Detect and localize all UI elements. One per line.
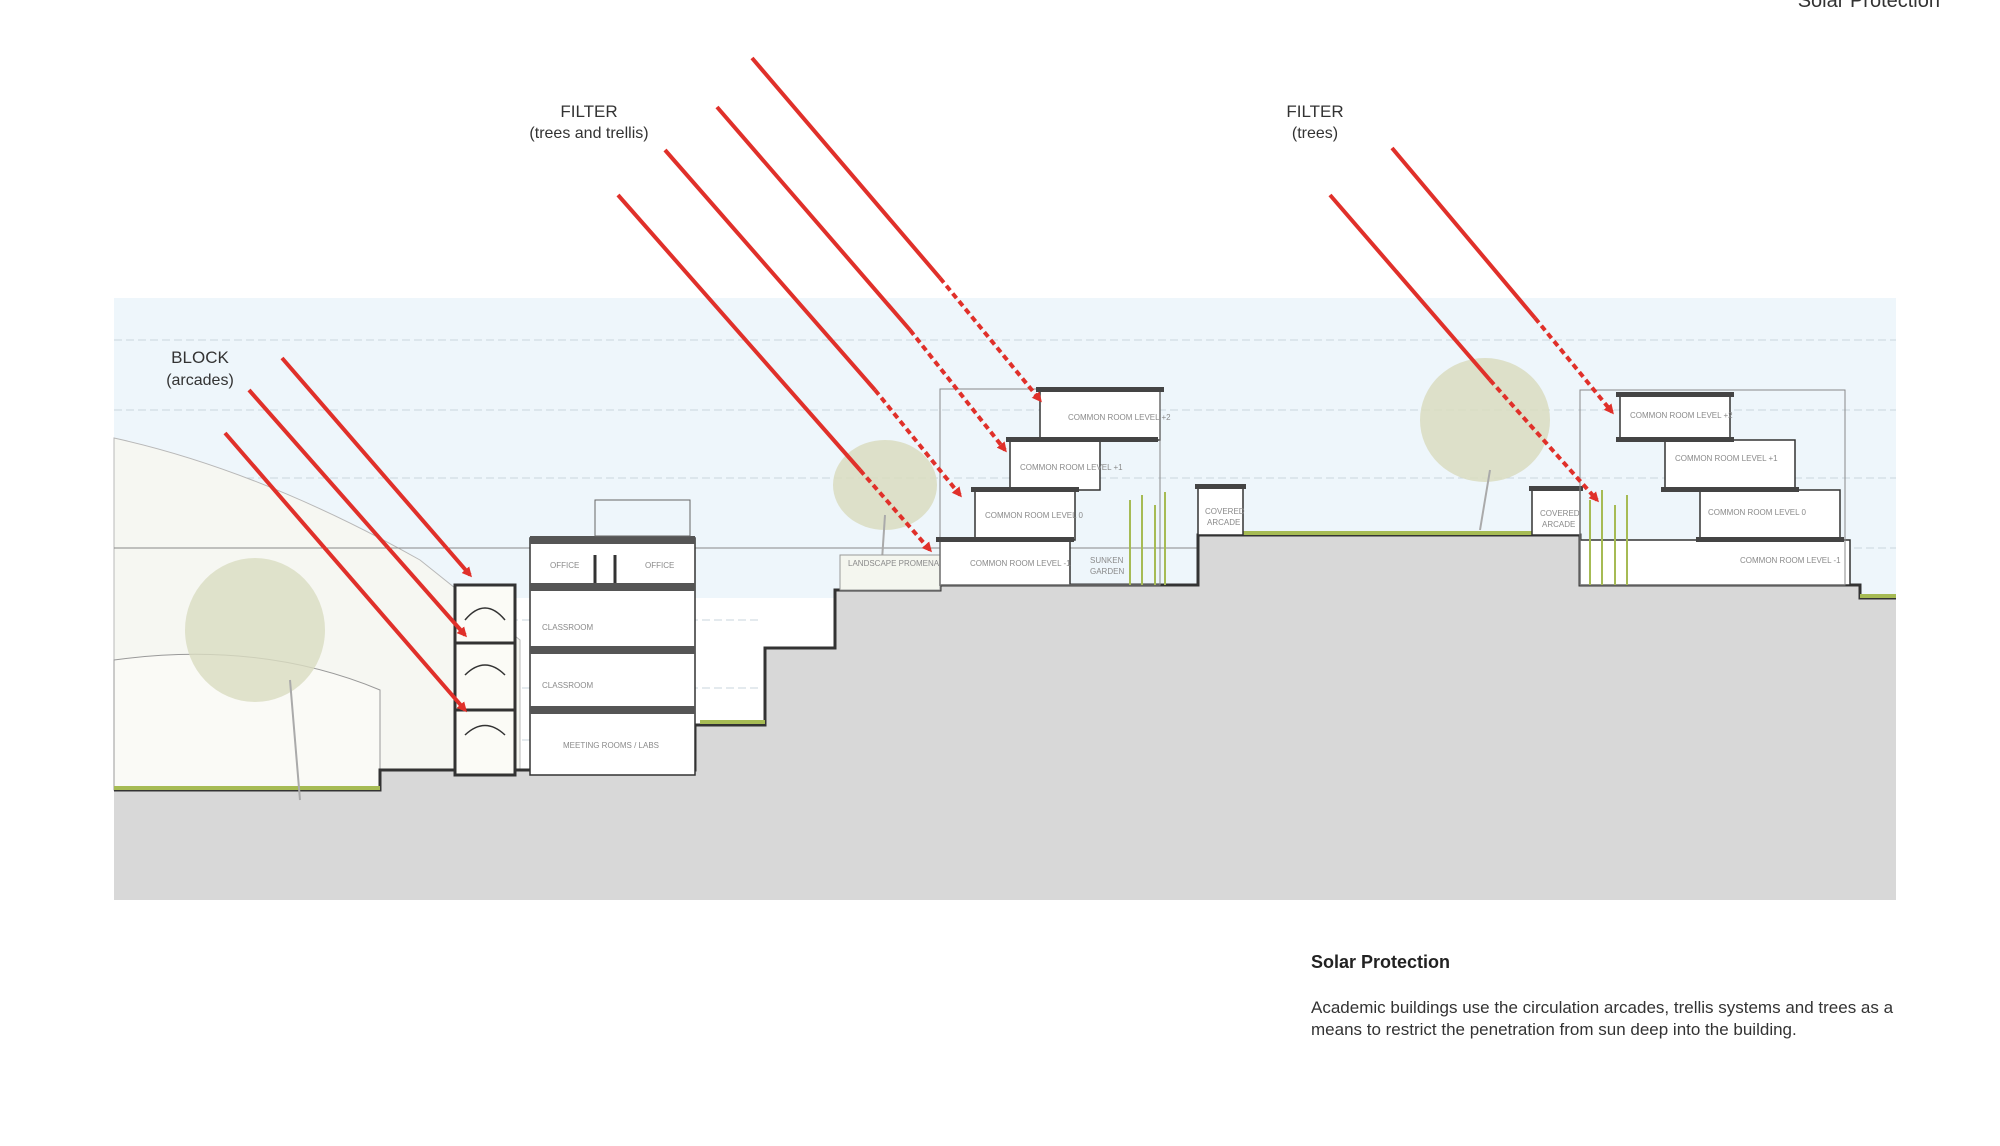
covered-arcade-b-roof [1529,486,1583,491]
landscape-promenade [839,554,941,591]
label-right-common-room-plus2: COMMON ROOM LEVEL +2 [1630,411,1733,420]
sun-ray-block-1 [280,356,472,578]
label-left-common-room-0: COMMON ROOM LEVEL 0 [985,511,1083,520]
sun-ray-block-2 [247,388,467,638]
label-covered-arcade-b-2: ARCADE [1542,520,1575,529]
covered-arcade-a-roof [1195,484,1246,489]
ground-section [114,535,1896,900]
label-right-common-room-0: COMMON ROOM LEVEL 0 [1708,508,1806,517]
label-meeting-rooms: MEETING ROOMS / LABS [563,741,659,750]
sun-ray-filter-left-2 [715,105,912,332]
trellis-planting-left [1129,492,1166,585]
green-roof-strips [114,531,1896,790]
annotation-block-title: BLOCK [171,348,229,367]
academic-building-left [529,499,696,776]
sun-ray-block-3 [223,431,467,713]
label-left-common-room-minus1: COMMON ROOM LEVEL -1 [970,559,1071,568]
sun-rays-block [223,356,472,713]
common-rooms-right-slabs [1616,392,1844,542]
annotation-filter-right-title: FILTER [1286,102,1343,121]
sun-ray-filter-right-1 [1390,146,1537,320]
label-classroom-2: CLASSROOM [542,681,593,690]
tree-left [185,558,325,801]
label-left-common-room-plus1: COMMON ROOM LEVEL +1 [1020,463,1123,472]
tree-right [1420,358,1550,531]
label-office-1: OFFICE [550,561,579,570]
label-classroom-1: CLASSROOM [542,623,593,632]
label-left-common-room-plus2: COMMON ROOM LEVEL +2 [1068,413,1171,422]
label-garden: GARDEN [1090,567,1124,576]
common-rooms-left-slabs [936,387,1164,542]
sun-ray-filter-left-4 [616,193,862,472]
caption-body: Academic buildings use the circulation a… [1311,998,1894,1039]
sun-ray-filter-right-2 [1328,193,1492,382]
label-covered-arcade-b-1: COVERED [1540,509,1580,518]
arcade-structure [453,583,517,777]
sun-ray-filter-left-1 [750,56,942,280]
caption-title: Solar Protection [1311,952,1451,972]
annotation-filter-left-subtitle: (trees and trellis) [529,125,648,142]
label-right-common-room-minus1: COMMON ROOM LEVEL -1 [1740,556,1841,565]
header-section-title: Solar Protection [1797,0,1940,12]
annotation-block-subtitle: (arcades) [166,372,234,389]
sun-rays-filter-right [1328,146,1614,503]
common-rooms-left [939,388,1161,586]
label-sunken: SUNKEN [1090,556,1124,565]
covered-arcade-a [1197,487,1244,536]
common-rooms-right [1579,389,1851,586]
trellis-planting-right [1589,490,1628,585]
label-office-2: OFFICE [645,561,674,570]
annotation-filter-left-title: FILTER [560,102,617,121]
caption-block: Solar Protection Academic buildings use … [1311,952,1931,1041]
label-covered-arcade-a-1: COVERED [1205,507,1245,516]
label-landscape-promenade: LANDSCAPE PROMENADE [848,559,950,568]
sun-ray-filter-left-3 [663,148,877,392]
label-covered-arcade-a-2: ARCADE [1207,518,1240,527]
label-right-common-room-plus1: COMMON ROOM LEVEL +1 [1675,454,1778,463]
sun-rays-filter-left [616,56,1042,553]
annotation-filter-right-subtitle: (trees) [1292,125,1338,142]
